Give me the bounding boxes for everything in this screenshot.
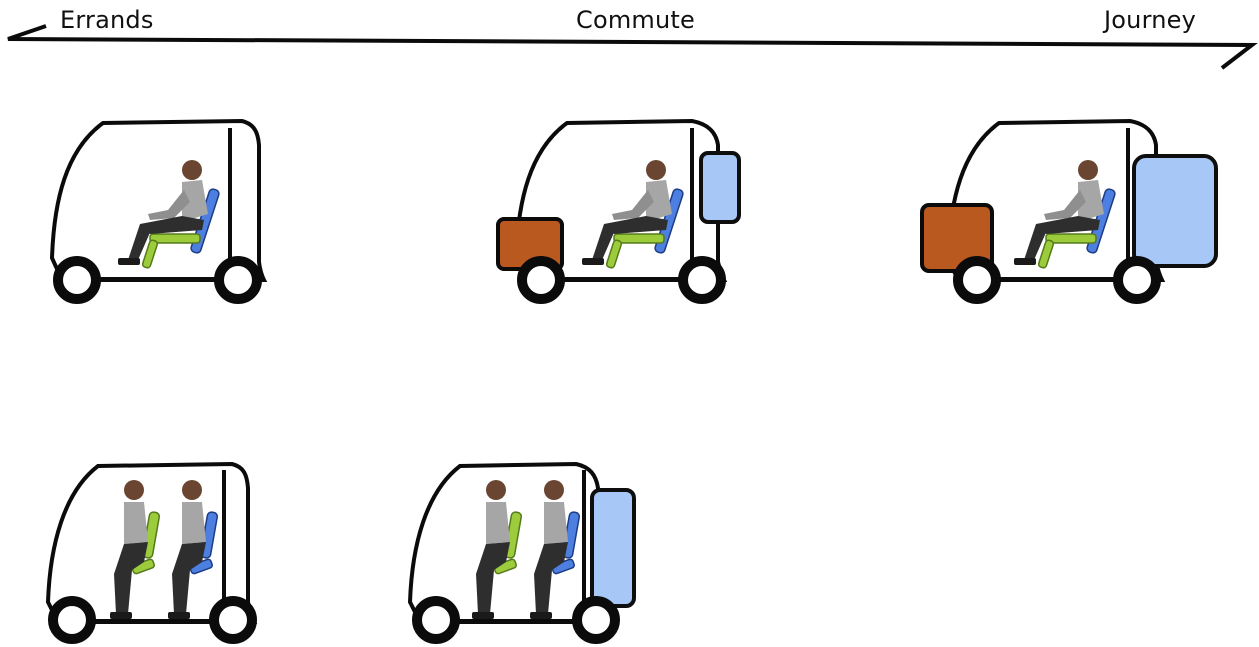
vehicle-commute-seated — [498, 121, 739, 299]
person-head — [124, 480, 144, 500]
person-torso — [486, 502, 510, 544]
vehicle-body — [52, 121, 264, 280]
person-shoe — [118, 258, 140, 265]
person-torso — [182, 502, 206, 544]
front-wheel — [53, 601, 91, 639]
person-head — [182, 160, 202, 180]
person-shoe — [168, 612, 190, 619]
person-torso — [544, 502, 568, 544]
person-torso — [124, 502, 148, 544]
person-head — [646, 160, 666, 180]
person-shoe — [472, 612, 494, 619]
person-shoe — [582, 258, 604, 265]
rear-wheel — [219, 261, 257, 299]
front-wheel — [417, 601, 455, 639]
vehicle-journey-seated — [922, 121, 1216, 299]
rear-cargo-box — [592, 490, 634, 606]
vehicle-errands-standing — [48, 464, 254, 639]
usage-scale-line — [8, 26, 1252, 68]
front-wheel — [522, 261, 560, 299]
person-head — [486, 480, 506, 500]
person-head — [544, 480, 564, 500]
person-shoe — [530, 612, 552, 619]
rear-wheel — [683, 261, 721, 299]
person-head — [182, 480, 202, 500]
rear-wheel — [214, 601, 252, 639]
person-shoe — [110, 612, 132, 619]
person-head — [1078, 160, 1098, 180]
front-wheel — [58, 261, 96, 299]
front-wheel — [958, 261, 996, 299]
person-shoe — [1014, 258, 1036, 265]
vehicle-commute-standing — [410, 464, 634, 639]
rear-cargo-box — [1134, 156, 1216, 266]
rear-wheel — [1118, 261, 1156, 299]
rear-cargo-box — [701, 153, 739, 222]
rear-wheel — [577, 601, 615, 639]
vehicle-errands-seated — [52, 121, 264, 299]
